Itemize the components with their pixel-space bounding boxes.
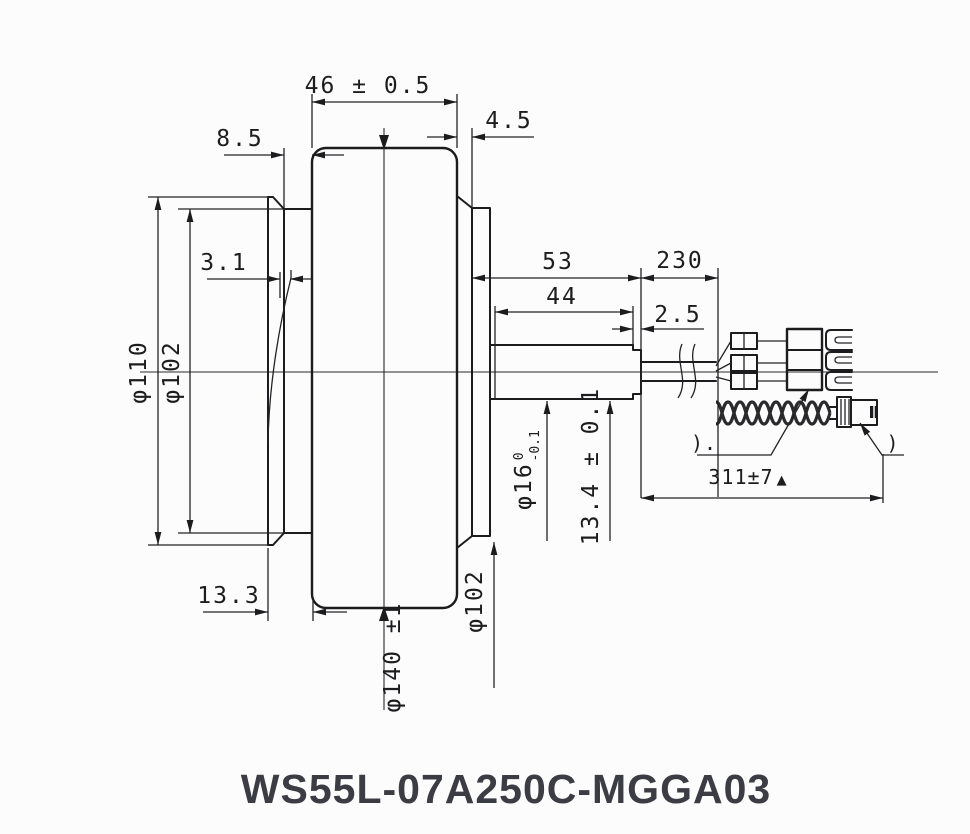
dim-front-pilot-od-label: φ102 — [159, 340, 185, 403]
motor-body — [267, 146, 717, 610]
dim-body-od: φ140 ±1 — [379, 135, 406, 712]
dim-plate-offset: 13.3 — [197, 548, 347, 621]
dim-shaft-od-label: φ16 — [511, 462, 537, 510]
dim-leads-total: 311±7 ▲ — [641, 454, 884, 503]
dim-shaft-tip: 2.5 — [612, 302, 704, 333]
dim-cable-label: 230 — [656, 248, 704, 274]
connector-assembly — [715, 327, 878, 428]
dim-slot-label: 3.1 — [200, 250, 248, 276]
dim-rear-step-label: 4.5 — [485, 108, 533, 134]
dim-rear-pilot-od-label: φ102 — [462, 569, 488, 632]
dim-shaft-od-tol-lower: -0.1 — [528, 430, 543, 461]
dim-plate-step: 8.5 — [216, 126, 344, 209]
dim-rear-pilot-od: φ102 — [462, 542, 498, 688]
svg-text:311±7▲: 311±7 ▲ — [708, 465, 787, 489]
dim-width-total: 46 ± 0.5 — [305, 73, 458, 148]
dim-shaft-length: 53 — [472, 249, 642, 498]
fork-terminals — [825, 329, 853, 391]
dim-width-total-label: 46 ± 0.5 — [305, 73, 432, 99]
callout-right-label: ) — [886, 431, 899, 455]
callout-left: ). — [691, 388, 810, 456]
dim-shaft-od: φ16 0-0.1 — [511, 401, 551, 541]
dim-slot: 3.1 — [200, 250, 312, 298]
dim-rear-step: 4.5 — [427, 108, 534, 208]
dim-shaft-section-label: 44 — [546, 284, 578, 310]
sensor-plug — [829, 396, 878, 428]
dim-shaft-section: 44 — [494, 284, 634, 350]
page-title: WS55L-07A250C-MGGA03 — [241, 766, 771, 812]
dim-shaft-tip-label: 2.5 — [654, 302, 702, 328]
svg-text:φ160-0.1: φ16 0-0.1 — [511, 430, 543, 510]
dim-cable: 230 — [641, 248, 719, 497]
callout-right: ) — [859, 422, 904, 456]
dim-leads-total-label: 311±7 — [708, 465, 773, 489]
dim-shaft-od-tol-upper: 0 — [512, 452, 527, 460]
dim-flange-od: φ110 — [126, 196, 268, 546]
dim-shaft-length-label: 53 — [542, 249, 574, 275]
break-mark — [677, 343, 684, 399]
dim-shaft-flat: 13.4 ± 0.1 — [578, 387, 614, 545]
dim-front-pilot-od: φ102 — [159, 208, 284, 534]
lead-cable — [640, 343, 717, 399]
break-mark — [690, 343, 697, 399]
dim-plate-step-label: 8.5 — [216, 126, 264, 152]
twisted-pair-cable — [715, 400, 832, 426]
dim-flange-od-label: φ110 — [126, 340, 152, 403]
callout-left-label: ). — [691, 431, 717, 455]
dim-shaft-flat-label: 13.4 ± 0.1 — [578, 387, 604, 545]
leads-total-mark: ▲ — [777, 473, 788, 488]
crimp-terminals — [730, 332, 787, 390]
connector-housing — [785, 327, 824, 392]
dim-plate-offset-label: 13.3 — [197, 583, 260, 609]
dim-body-od-label: φ140 ±1 — [380, 602, 406, 713]
flange-slot-arc — [267, 270, 292, 444]
